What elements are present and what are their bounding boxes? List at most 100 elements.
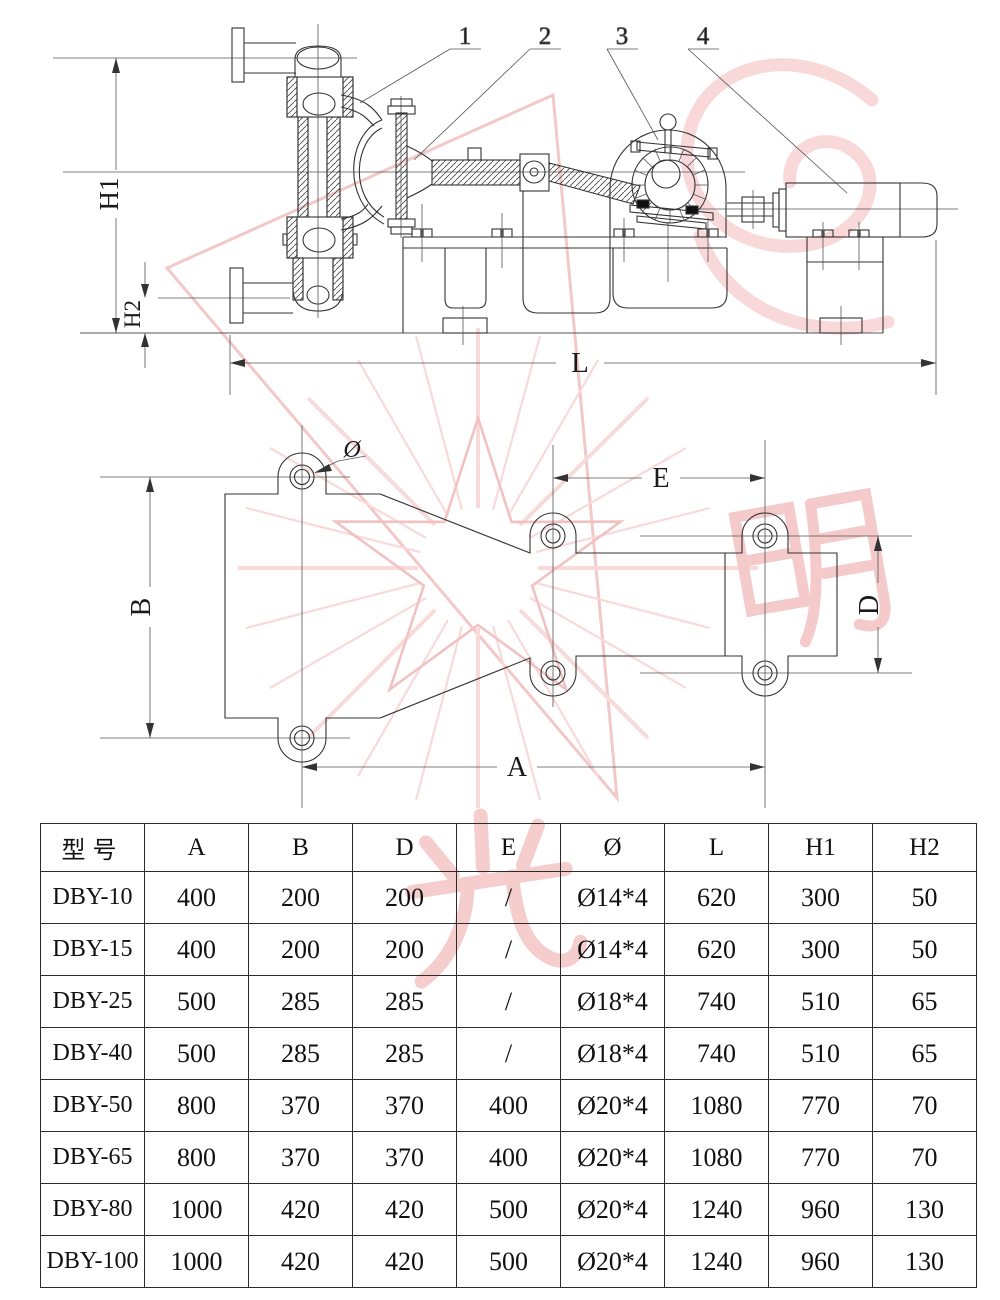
table-cell: / (456, 871, 561, 924)
table-cell: Ø20*4 (560, 1183, 665, 1236)
table-cell: 740 (664, 1027, 769, 1080)
table-cell: Ø20*4 (560, 1079, 665, 1132)
table-cell: DBY-80 (40, 1183, 145, 1236)
header-cell: L (664, 823, 769, 872)
table-cell: Ø14*4 (560, 923, 665, 976)
table-cell: / (456, 923, 561, 976)
table-cell: / (456, 975, 561, 1028)
table-cell: / (456, 1027, 561, 1080)
anchor-bolts (411, 228, 870, 238)
table-cell: 50 (872, 923, 977, 976)
table-cell: 50 (872, 871, 977, 924)
table-cell: 500 (456, 1183, 561, 1236)
dim-h1-label: H1 (94, 178, 124, 211)
watermark-rays (238, 328, 758, 808)
table-cell: 740 (664, 975, 769, 1028)
mounting-holes (289, 464, 778, 751)
top-view-drawing: B E A D Ø (100, 425, 912, 808)
part-callouts: 1 2 3 4 (359, 23, 848, 194)
table-cell: 620 (664, 871, 769, 924)
watermark-char-ming (728, 487, 891, 648)
dim-e-label: E (652, 463, 669, 494)
lever (636, 141, 711, 158)
header-cell: E (456, 823, 561, 872)
table-cell: 130 (872, 1235, 977, 1288)
dim-b: B (126, 477, 157, 738)
table-cell: 420 (248, 1183, 353, 1236)
table-cell: 500 (456, 1235, 561, 1288)
reference-lines (100, 425, 912, 808)
header-cell: A (144, 823, 249, 872)
table-cell: Ø18*4 (560, 975, 665, 1028)
table-cell: 65 (872, 1027, 977, 1080)
connecting-rod (548, 162, 641, 205)
table-cell: 500 (144, 975, 249, 1028)
table-cell: 285 (352, 975, 457, 1028)
table-cell: 285 (352, 1027, 457, 1080)
table-cell: 370 (352, 1079, 457, 1132)
base-frame (402, 191, 884, 345)
table-cell: 510 (768, 975, 873, 1028)
table-cell: 400 (456, 1079, 561, 1132)
watermark-ribbon (680, 58, 895, 335)
dim-a: A (302, 752, 765, 783)
table-cell: 370 (248, 1131, 353, 1184)
table-cell: 400 (456, 1131, 561, 1184)
dim-d-label: D (854, 595, 885, 615)
footprint-outline (224, 452, 838, 763)
table-cell: 620 (664, 923, 769, 976)
table-cell: 370 (248, 1079, 353, 1132)
table-cell: 65 (872, 975, 977, 1028)
pump-body (229, 27, 358, 324)
watermark-star (331, 413, 625, 693)
table-cell: 1240 (664, 1235, 769, 1288)
table-cell: Ø18*4 (560, 1027, 665, 1080)
dim-h2-label: H2 (120, 300, 145, 328)
table-cell: 200 (248, 871, 353, 924)
table-cell: DBY-25 (40, 975, 145, 1028)
table-cell: DBY-40 (40, 1027, 145, 1080)
table-cell: 200 (352, 871, 457, 924)
header-cell: D (352, 823, 457, 872)
table-cell: 300 (768, 923, 873, 976)
foot-pad (442, 317, 488, 334)
table-cell: 800 (144, 1079, 249, 1132)
piston-rod (431, 159, 521, 186)
table-cell: DBY-50 (40, 1079, 145, 1132)
table-cell: Ø14*4 (560, 871, 665, 924)
table-cell: 1080 (664, 1131, 769, 1184)
callout-1: 1 (459, 23, 472, 50)
table-cell: 1000 (144, 1183, 249, 1236)
dim-l: L (230, 347, 936, 379)
header-cell: H1 (768, 823, 873, 872)
table-cell: DBY-15 (40, 923, 145, 976)
table-cell: 800 (144, 1131, 249, 1184)
table-cell: 960 (768, 1235, 873, 1288)
table-cell: 70 (872, 1131, 977, 1184)
motor (727, 182, 938, 238)
table-cell: 960 (768, 1183, 873, 1236)
table-cell: 1080 (664, 1079, 769, 1132)
callout-4: 4 (697, 23, 710, 50)
dim-e: E (553, 463, 765, 494)
table-cell: 510 (768, 1027, 873, 1080)
side-view-drawing: H1 H2 L 1 2 3 4 (53, 23, 958, 395)
dim-d: D (854, 536, 885, 673)
table-cell: 130 (872, 1183, 977, 1236)
table-cell: DBY-10 (40, 871, 145, 924)
table-cell: 285 (248, 1027, 353, 1080)
table-cell: 420 (352, 1183, 457, 1236)
callout-3: 3 (616, 23, 629, 50)
table-cell: DBY-100 (40, 1235, 145, 1288)
header-cell: B (248, 823, 353, 872)
table-cell: 200 (248, 923, 353, 976)
